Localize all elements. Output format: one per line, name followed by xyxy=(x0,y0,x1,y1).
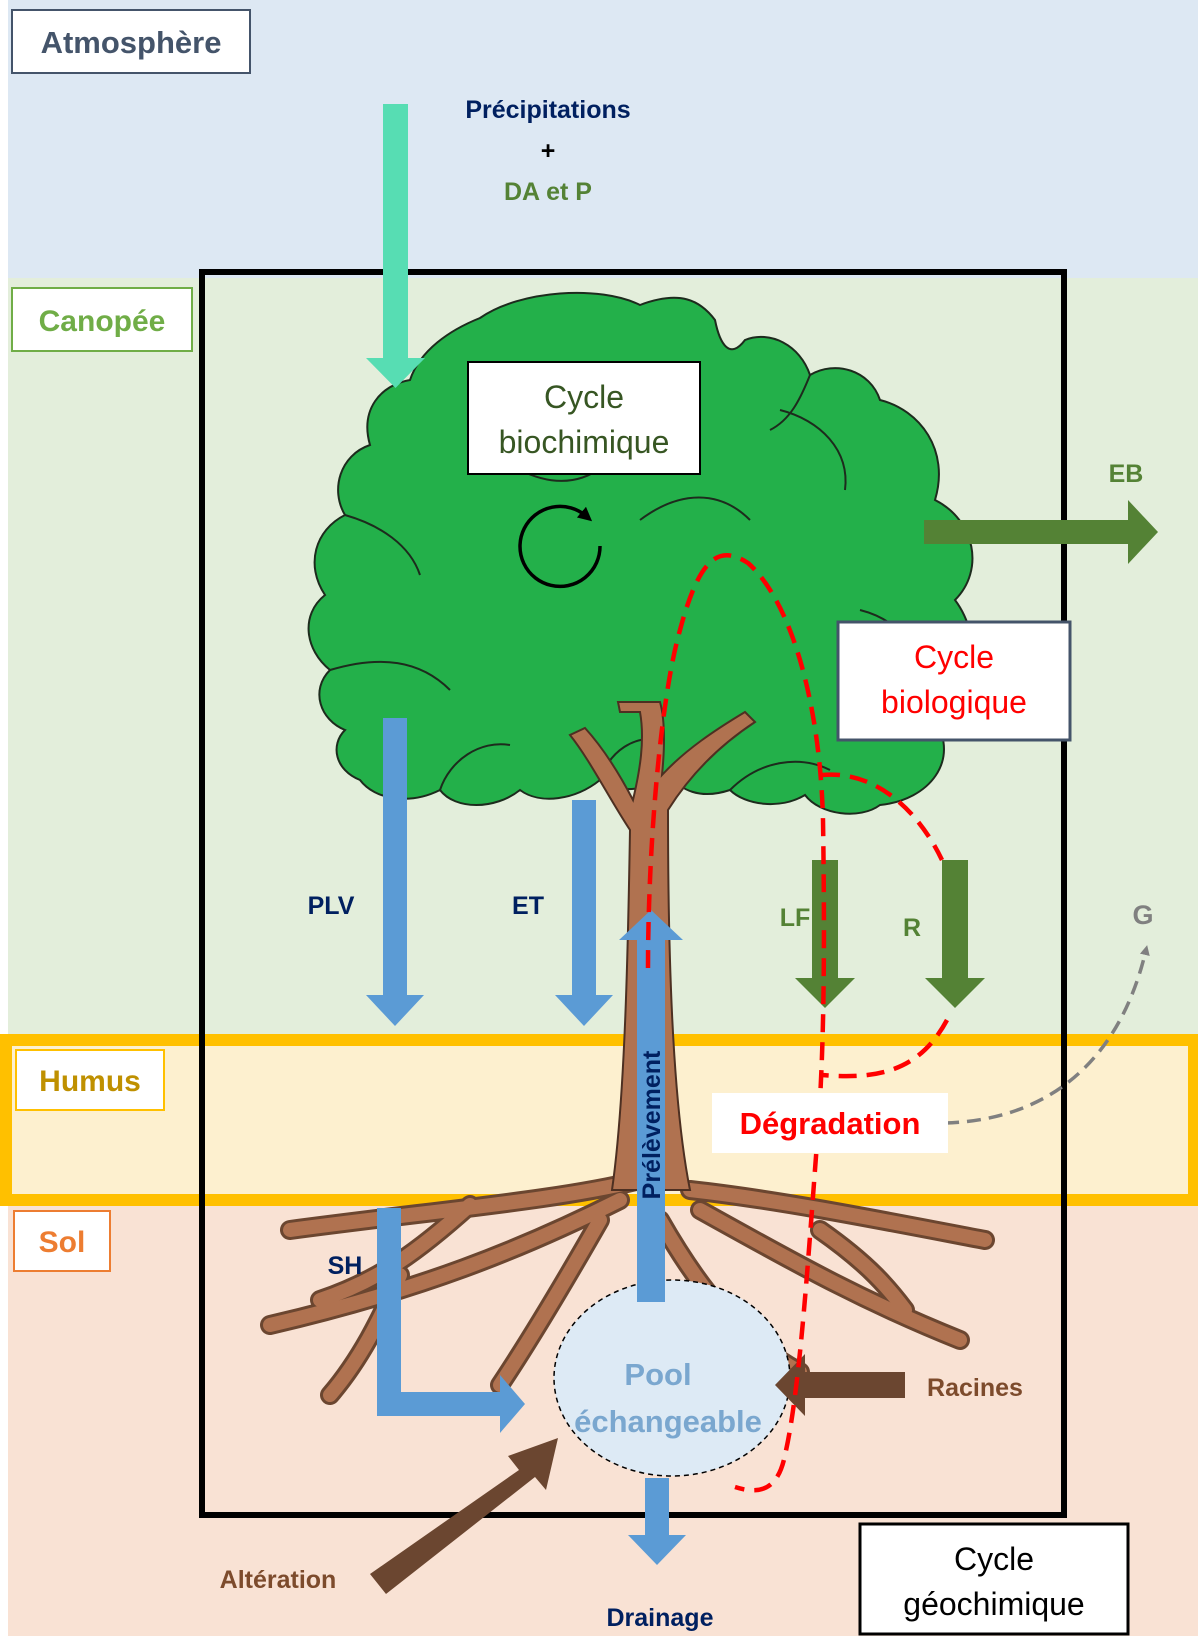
roots-arrow xyxy=(775,1354,905,1416)
r-arrow xyxy=(925,860,985,1008)
da-p-label: DA et P xyxy=(504,178,592,206)
soil-box xyxy=(13,1210,111,1272)
system-boundary xyxy=(199,269,1067,1518)
humus-box xyxy=(15,1049,165,1111)
precipitation-label: Précipitations xyxy=(465,96,630,124)
weathering-label: Altération xyxy=(220,1566,337,1594)
degradation-box xyxy=(712,1093,948,1153)
weathering-arrow xyxy=(370,1438,558,1594)
pool-label-line1: Pool xyxy=(624,1357,691,1392)
et-arrow xyxy=(555,800,613,1026)
biological-cycle-line2: biologique xyxy=(881,684,1027,720)
drainage-label: Drainage xyxy=(607,1604,714,1632)
degradation-label: Dégradation xyxy=(740,1106,921,1141)
drainage-arrow xyxy=(628,1478,686,1565)
biological-cycle-box xyxy=(836,620,1072,742)
humus-label: Humus xyxy=(39,1065,141,1098)
r-label: R xyxy=(903,914,921,942)
plv-arrow xyxy=(366,718,424,1026)
soil-label: Sol xyxy=(39,1226,86,1259)
biochemical-cycle-box xyxy=(467,361,701,475)
plus-label: + xyxy=(541,137,556,165)
brown-arrows xyxy=(370,1354,905,1594)
precipitation-arrow xyxy=(366,104,425,388)
uptake-arrow xyxy=(619,910,683,1302)
humus-band xyxy=(0,1034,1198,1206)
biochemical-cycle-line2: biochimique xyxy=(499,424,670,460)
geochemical-cycle-line1: Cycle xyxy=(954,1541,1034,1577)
canopy-box xyxy=(11,287,193,352)
blue-arrows xyxy=(366,718,686,1565)
g-label: G xyxy=(1132,900,1153,930)
plv-label: PLV xyxy=(308,892,355,920)
pool-label-line2: échangeable xyxy=(574,1404,762,1439)
sh-arrow xyxy=(377,1208,525,1433)
sh-label: SH xyxy=(328,1252,363,1280)
lf-label: LF xyxy=(780,904,811,932)
rotation-icon xyxy=(518,504,602,589)
canopy-label: Canopée xyxy=(39,305,166,338)
uptake-label: Prélèvement xyxy=(638,1050,666,1199)
geochemical-cycle-line2: géochimique xyxy=(903,1586,1084,1622)
atmosphere-box xyxy=(11,9,251,74)
eb-label: EB xyxy=(1109,460,1144,488)
atmosphere-label: Atmosphère xyxy=(41,25,222,60)
eb-arrow xyxy=(924,500,1158,564)
roots-label: Racines xyxy=(927,1374,1023,1402)
biochemical-cycle-line1: Cycle xyxy=(544,379,624,415)
et-label: ET xyxy=(512,892,544,920)
biological-cycle-loop xyxy=(645,553,949,1493)
biological-cycle-line1: Cycle xyxy=(914,639,994,675)
gas-loss-dashed xyxy=(944,945,1150,1125)
geochemical-cycle-box xyxy=(858,1522,1130,1636)
